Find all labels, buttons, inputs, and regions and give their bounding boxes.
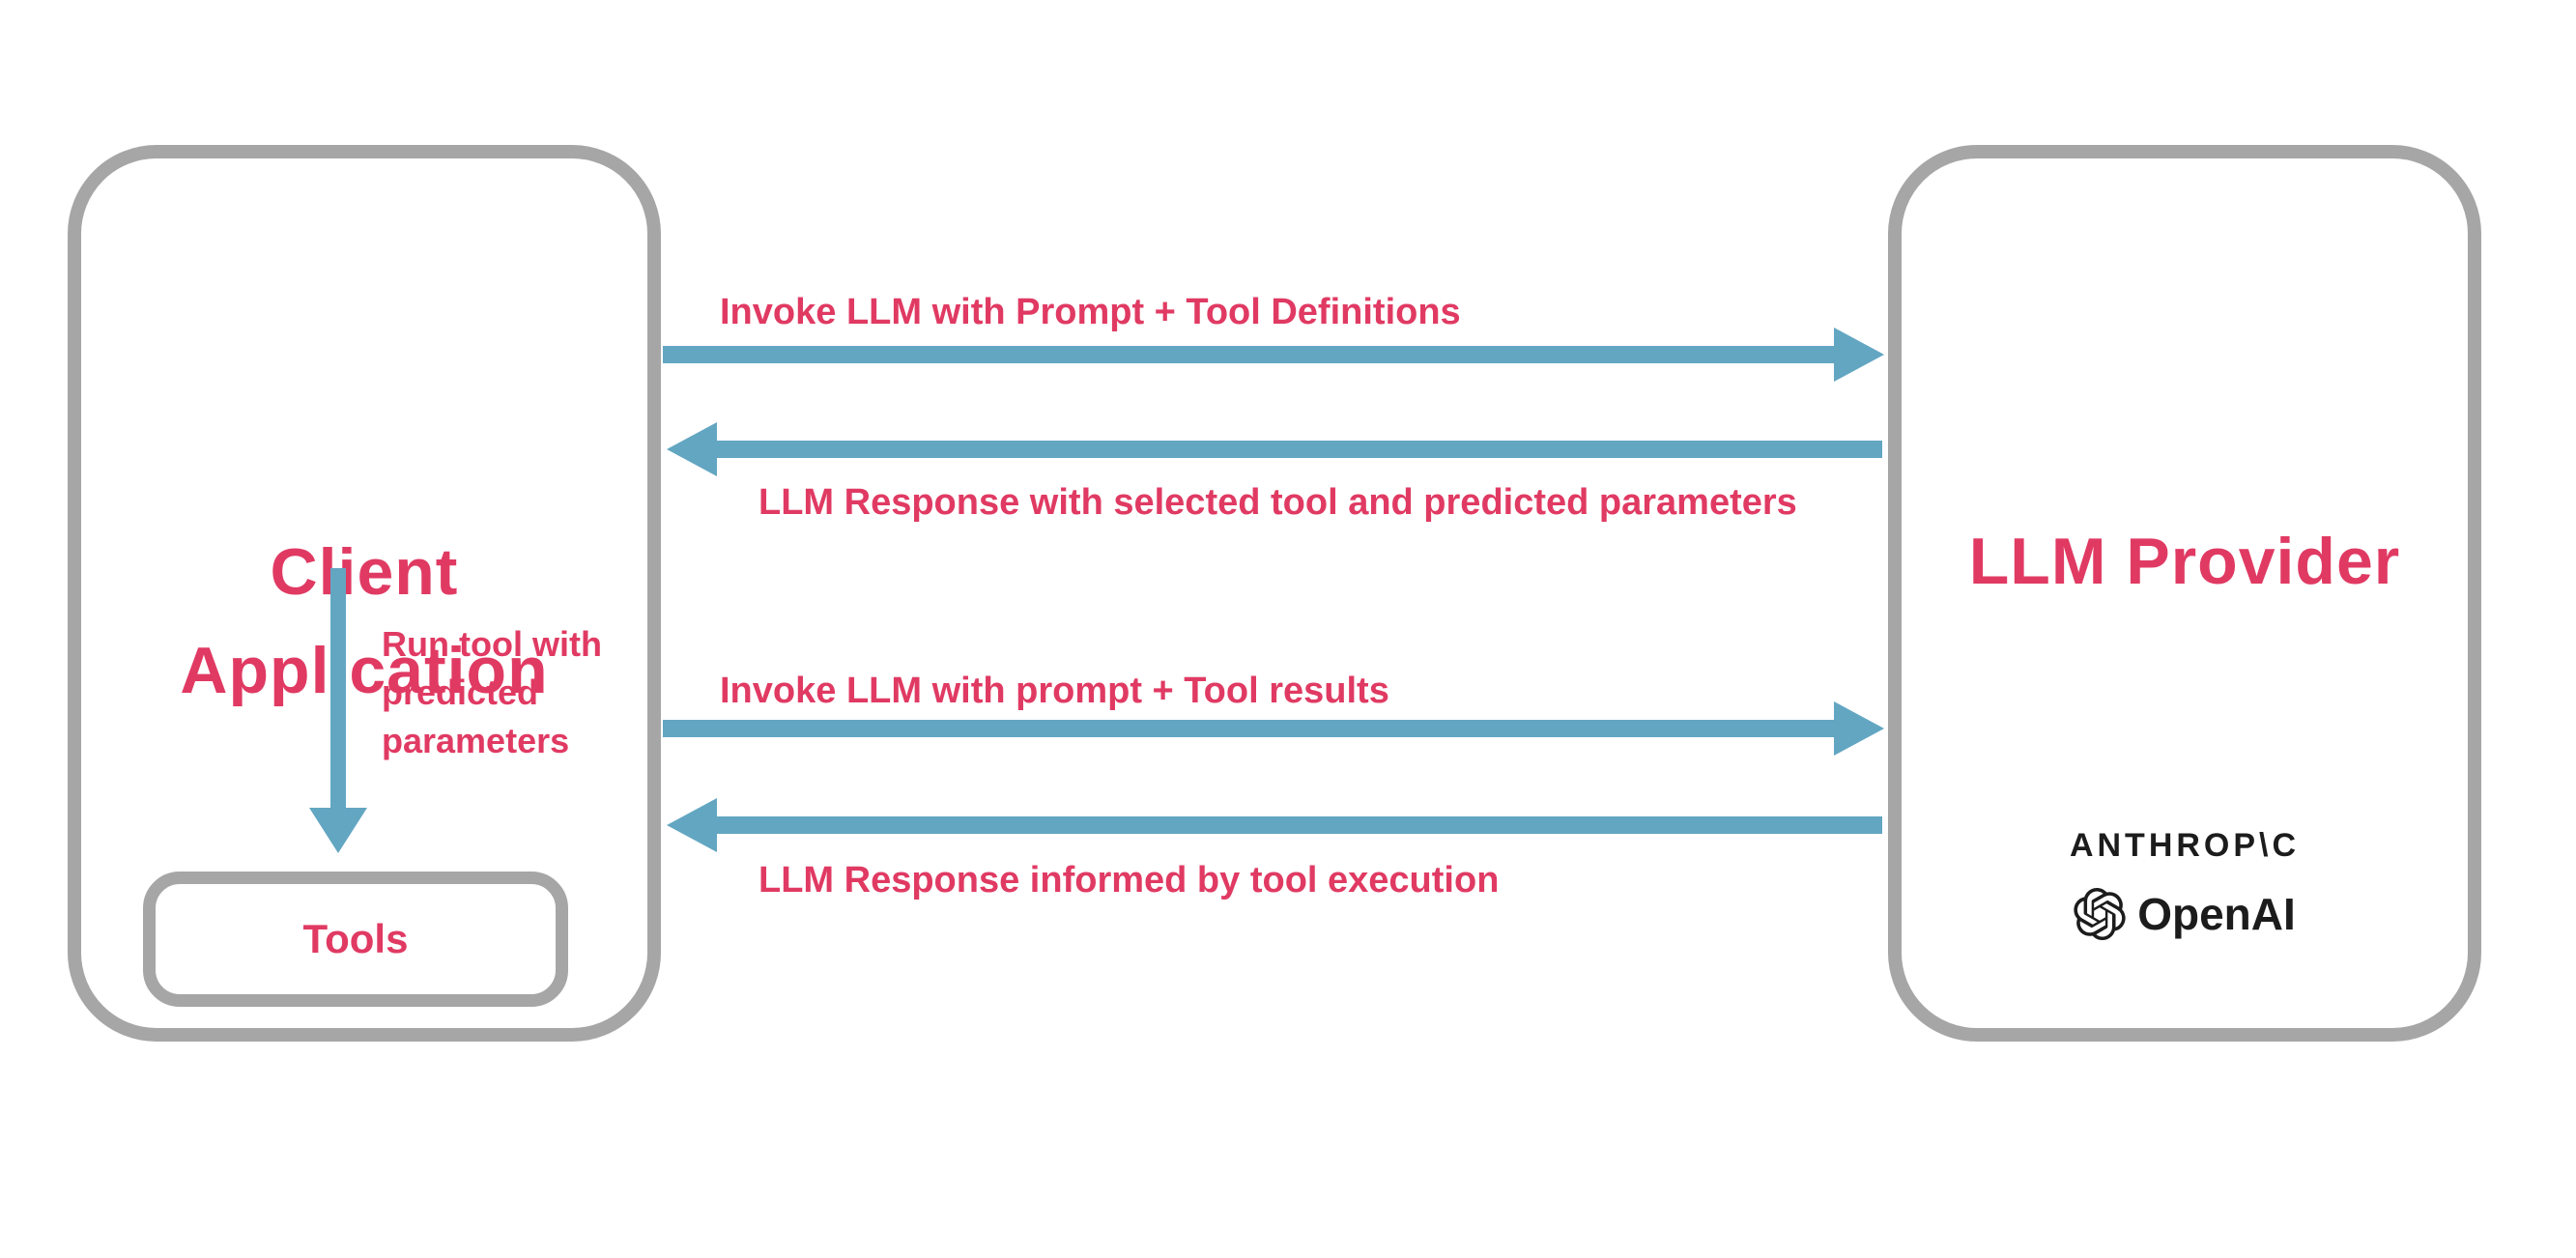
openai-logo-icon: [2074, 888, 2126, 940]
arrow-response-selected-tool: [667, 422, 1882, 476]
arrowhead-left-icon: [667, 422, 717, 476]
tools-label: Tools: [302, 916, 409, 961]
arrow-response-informed: [667, 798, 1882, 852]
run-tool-label: Run tool with predicted parameters: [382, 624, 602, 760]
arrowhead-down-icon: [309, 808, 367, 853]
run-tool-arrow: [330, 568, 346, 810]
message-label-response-selected-tool: LLM Response with selected tool and pred…: [758, 482, 1797, 523]
arrowhead-left-icon: [667, 798, 717, 852]
arrow-invoke-results: [663, 701, 1884, 756]
llm-provider-box: LLM Provider: [1888, 145, 2481, 1042]
llm-provider-title: LLM Provider: [1968, 525, 2401, 598]
message-label-invoke-definitions: Invoke LLM with Prompt + Tool Definition…: [720, 292, 1461, 332]
openai-wordmark: OpenAI: [2137, 889, 2296, 939]
message-label-invoke-results: Invoke LLM with prompt + Tool results: [720, 671, 1389, 711]
arrow-invoke-definitions: [663, 328, 1884, 382]
tools-box: Tools: [143, 872, 568, 1007]
provider-logos: ANTHROP\C OpenAI: [1888, 827, 2481, 940]
arrowhead-right-icon: [1834, 701, 1884, 756]
anthropic-wordmark: ANTHROP\C: [2069, 827, 2301, 864]
message-label-response-informed: LLM Response informed by tool execution: [758, 860, 1500, 901]
openai-logo: OpenAI: [1888, 888, 2481, 940]
arrowhead-right-icon: [1834, 328, 1884, 382]
client-application-title: Client Application: [180, 535, 549, 707]
